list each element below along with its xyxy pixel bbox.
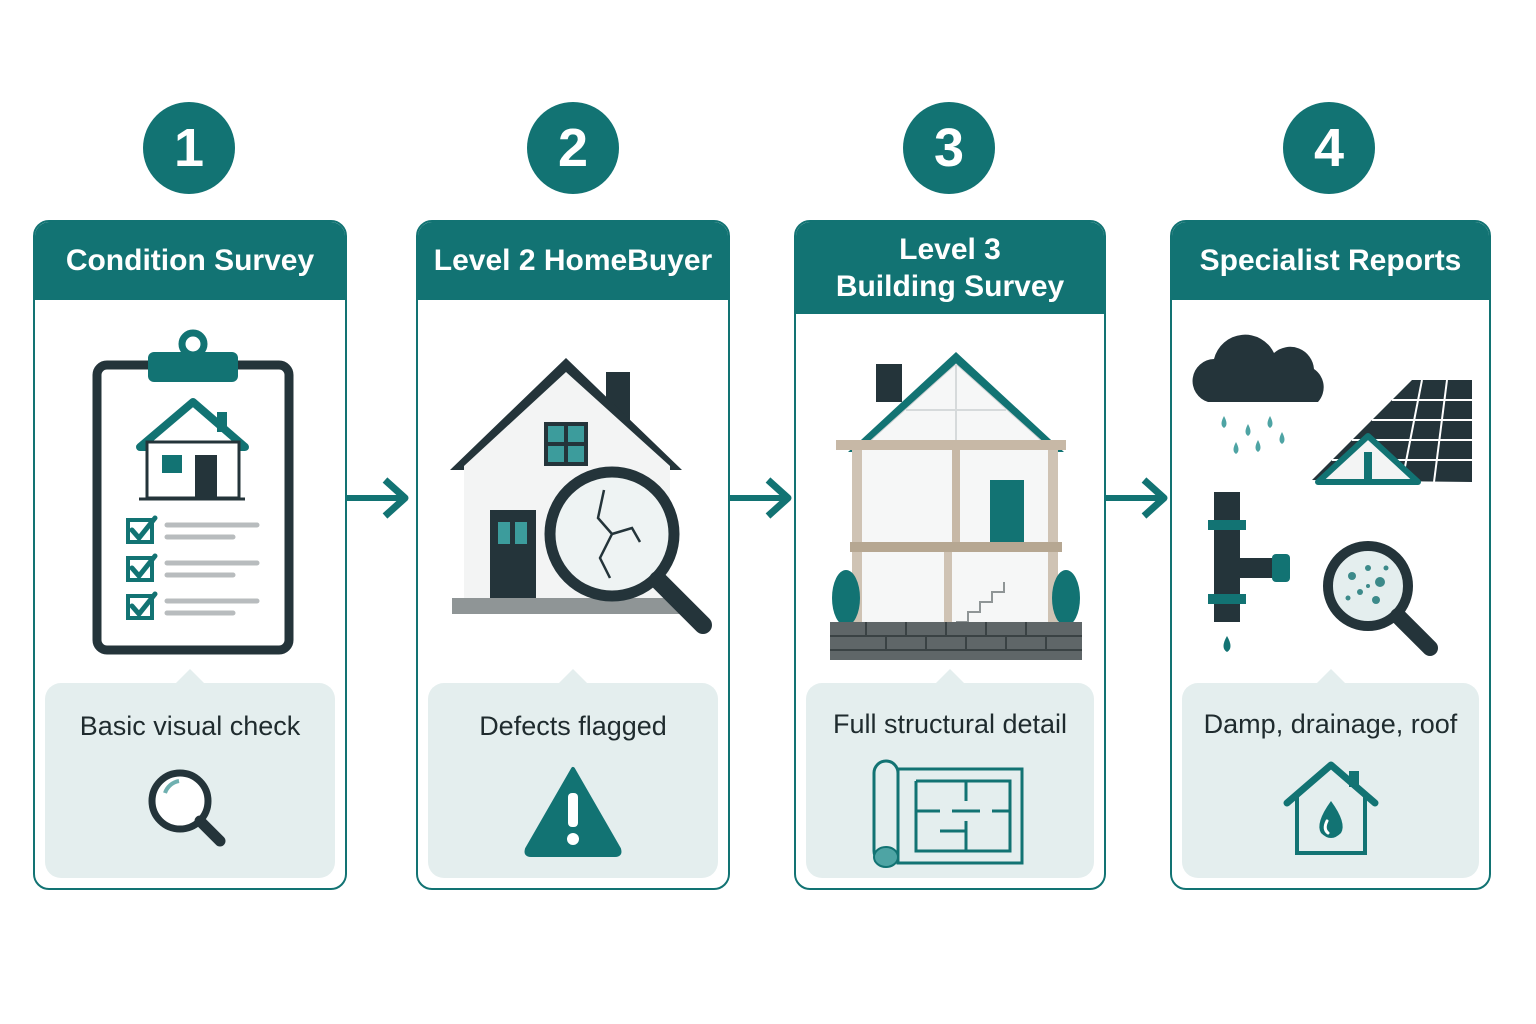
step-number-4: 4 bbox=[1283, 102, 1375, 194]
step-number-2: 2 bbox=[527, 102, 619, 194]
specialist-issues-icon bbox=[1172, 332, 1489, 672]
blueprint-floorplan-icon bbox=[870, 755, 1030, 876]
card-header: Specialist Reports bbox=[1172, 222, 1489, 300]
card-specialist-reports: Specialist Reports bbox=[1170, 220, 1491, 890]
house-cross-section-icon bbox=[796, 330, 1104, 662]
card-header: Level 2 HomeBuyer bbox=[418, 222, 728, 300]
card-level3-building-survey: Level 3 Building Survey bbox=[794, 220, 1106, 890]
card-title-line2: Building Survey bbox=[835, 270, 1065, 303]
mould-magnifier-icon bbox=[1323, 541, 1438, 656]
card-level2-homebuyer: Level 2 HomeBuyer Defects flagged bbox=[416, 220, 730, 890]
house-crack-magnifier-icon bbox=[418, 342, 728, 672]
card-title: Level 2 HomeBuyer bbox=[433, 244, 713, 278]
caption-panel: Damp, drainage, roof bbox=[1182, 669, 1479, 878]
damp-house-icon bbox=[1279, 759, 1383, 864]
roof-tiles-icon bbox=[1312, 379, 1472, 485]
warning-triangle-icon bbox=[521, 763, 625, 864]
caption-panel: Full structural detail bbox=[806, 669, 1094, 878]
caption-text: Basic visual check bbox=[79, 711, 301, 741]
arrow-right-icon bbox=[347, 477, 409, 519]
caption-text: Full structural detail bbox=[832, 709, 1068, 739]
caption-text: Defects flagged bbox=[479, 711, 667, 741]
card-header: Level 3 Building Survey bbox=[796, 222, 1104, 314]
clipboard-checklist-house-icon bbox=[35, 322, 345, 662]
caption-panel: Basic visual check bbox=[45, 669, 335, 878]
magnifier-icon bbox=[140, 761, 240, 866]
arrow-right-icon bbox=[730, 477, 792, 519]
rain-cloud-icon bbox=[1192, 334, 1324, 454]
card-header: Condition Survey bbox=[35, 222, 345, 300]
card-title-line1: Level 3 bbox=[899, 232, 1001, 266]
step-number-3: 3 bbox=[903, 102, 995, 194]
arrow-right-icon bbox=[1106, 477, 1168, 519]
step-number-1: 1 bbox=[143, 102, 235, 194]
caption-text: Damp, drainage, roof bbox=[1203, 709, 1458, 739]
card-condition-survey: Condition Survey bbox=[33, 220, 347, 890]
card-title: Condition Survey bbox=[65, 244, 315, 278]
card-title: Specialist Reports bbox=[1199, 244, 1462, 278]
caption-panel: Defects flagged bbox=[428, 669, 718, 878]
drain-pipe-icon bbox=[1208, 492, 1290, 652]
